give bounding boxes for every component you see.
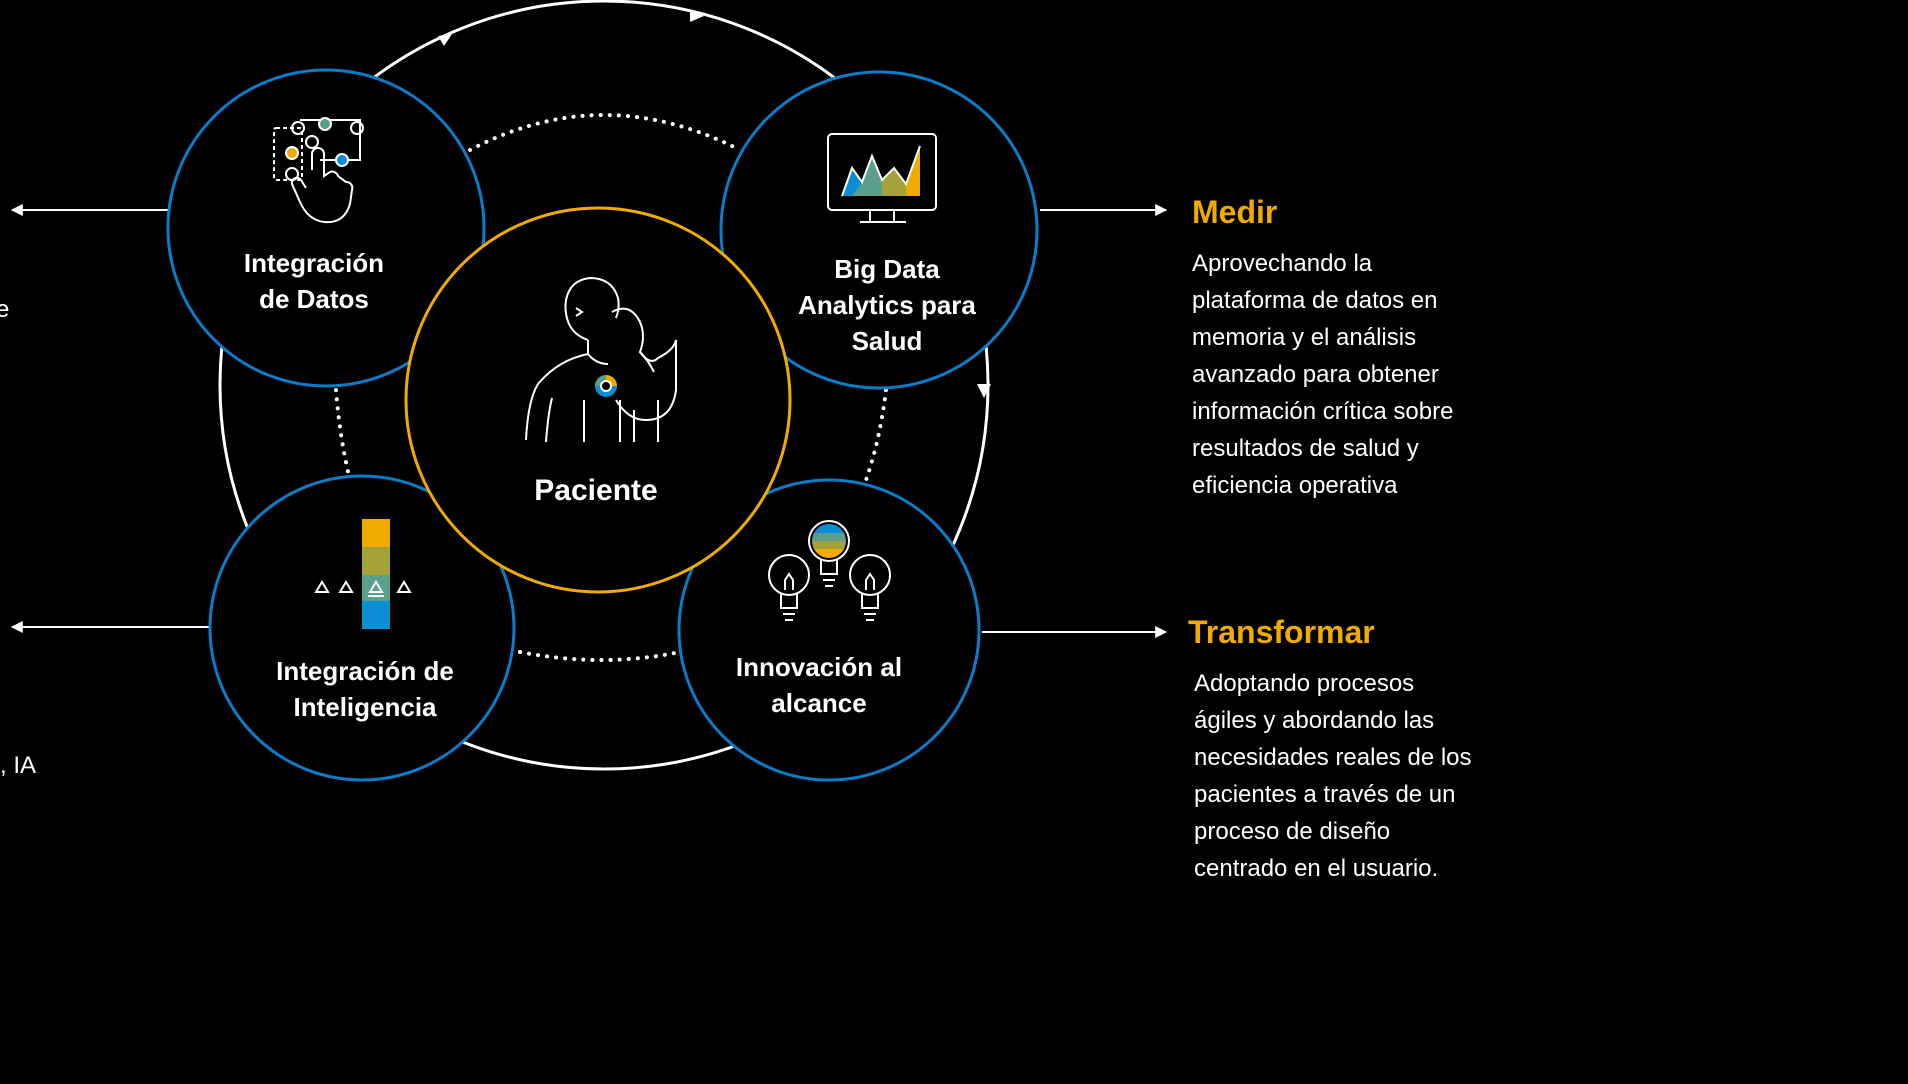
left-fragment-a: e (0, 296, 10, 323)
highlighted-bulb-icon (808, 520, 850, 587)
node-intelligence: Integración de Inteligencia (208, 474, 516, 782)
left-fragment-b: , IA (0, 752, 37, 779)
node-innovation-line1: Innovación al (736, 652, 902, 682)
outcome-transform-line: ágiles y abordando las (1194, 707, 1435, 734)
patient-icon (525, 276, 677, 443)
outcome-measure-line: resultados de salud y (1192, 435, 1419, 462)
outcome-transform-line: centrado en el usuario. (1194, 855, 1439, 882)
outcome-measure-line: plataforma de datos en (1192, 287, 1438, 314)
node-innovation-line2: alcance (771, 688, 866, 718)
diagram: Integración de Datos Big Data Analytics … (10, 0, 1168, 782)
data-flow-touch-icon (273, 117, 364, 224)
outward-arrows (10, 204, 1168, 638)
outcome-measure-line: avanzado para obtener (1192, 361, 1439, 388)
node-intelligence-line1: Integración de (276, 656, 454, 686)
outcome-measure-title: Medir (1192, 194, 1278, 230)
outcome-transform: Transformar Adoptando procesos ágiles y … (1188, 614, 1558, 887)
node-intelligence-line2: Inteligencia (293, 692, 437, 722)
gauge-bar-icon (314, 519, 412, 629)
node-data-integration: Integración de Datos (166, 68, 486, 388)
dotted-connectors (334, 113, 888, 662)
outcome-measure-line: información crítica sobre (1192, 398, 1454, 425)
lightbulbs-icon (768, 554, 891, 621)
node-center-patient: Paciente (404, 206, 792, 594)
node-big-data: Big Data Analytics para Salud (719, 70, 1039, 390)
cycle-arrow-icon (438, 34, 452, 46)
node-innovation: Innovación al alcance (677, 478, 981, 782)
node-big-data-line1: Big Data (834, 254, 940, 284)
outcome-measure-line: Aprovechando la (1192, 250, 1373, 277)
outcome-transform-line: proceso de diseño (1194, 818, 1391, 845)
outcome-transform-line: pacientes a través de un (1194, 781, 1456, 808)
center-label: Paciente (534, 474, 657, 507)
node-big-data-line2: Analytics para (798, 290, 976, 320)
outcome-transform-line: necesidades reales de los (1194, 744, 1472, 771)
cycle-arrow-icon (977, 384, 991, 398)
outcome-transform-line: Adoptando procesos (1194, 670, 1415, 697)
outcome-measure: Medir Aprovechando la plataforma de dato… (1192, 194, 1562, 504)
outcome-transform-text: Adoptando procesos ágiles y abordando la… (1194, 665, 1558, 887)
node-big-data-line3: Salud (852, 326, 923, 356)
node-data-integration-line1: Integración (244, 248, 384, 278)
outcome-measure-line: eficiencia operativa (1192, 472, 1398, 499)
outcome-measure-line: memoria y el análisis (1192, 324, 1417, 351)
cycle-arrow-icon (690, 10, 704, 22)
node-data-integration-line2: de Datos (259, 284, 369, 314)
heart-monitor-icon (595, 375, 617, 397)
monitor-chart-icon (827, 133, 937, 223)
outcome-transform-title: Transformar (1188, 614, 1375, 650)
outcome-measure-text: Aprovechando la plataforma de datos en m… (1192, 245, 1562, 504)
